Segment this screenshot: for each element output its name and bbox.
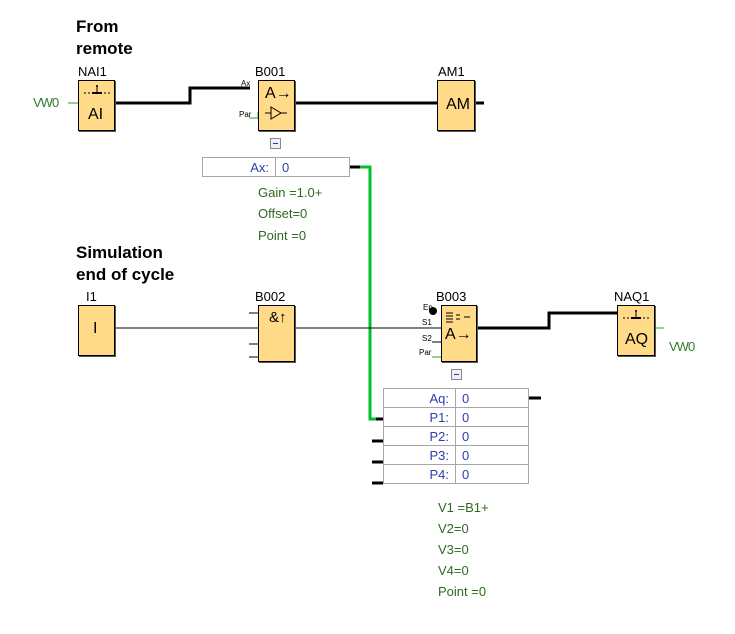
b001-param-point: Point =0 — [258, 228, 307, 243]
param-value[interactable]: 0 — [455, 464, 529, 484]
block-label-naq1: NAQ1 — [614, 289, 650, 304]
io-label-naq1: VW0 — [669, 339, 695, 354]
param-key: Aq: — [383, 388, 456, 408]
block-b001[interactable]: A→ — [258, 80, 295, 131]
heading-line: From — [76, 17, 119, 36]
block-text-am1: AM — [446, 96, 470, 113]
block-label-b003: B003 — [436, 289, 467, 304]
pin-s2: S2 — [422, 334, 432, 343]
wire-b003-naq1[interactable] — [476, 311, 617, 330]
block-text-b003: A→ — [445, 326, 472, 343]
param-key: Ax: — [202, 157, 276, 177]
block-nai1[interactable]: AI — [78, 80, 115, 131]
param-row: Ax: 0 — [202, 157, 350, 177]
param-value[interactable]: 0 — [455, 426, 529, 446]
param-row: Aq: 0 — [383, 388, 529, 408]
b003-en-connector[interactable] — [429, 307, 437, 315]
math-list-icon — [446, 312, 470, 323]
block-am1[interactable]: AM — [437, 80, 475, 131]
block-text-b002: &↑ — [269, 309, 287, 326]
b003-param-table: Aq: 0 P1: 0 P2: 0 P3: 0 P4: 0 — [383, 388, 529, 484]
b003-param-v2: V2=0 — [438, 521, 469, 536]
pin-s1: S1 — [422, 318, 432, 327]
heading-simulation: Simulation end of cycle — [76, 242, 174, 286]
analog-input-icon — [84, 85, 110, 94]
collapse-b001-params[interactable] — [270, 138, 281, 149]
b003-param-v4: V4=0 — [438, 563, 469, 578]
param-value[interactable]: 0 — [455, 407, 529, 427]
block-b002[interactable]: &↑ — [258, 305, 295, 362]
heading-line: end of cycle — [76, 265, 175, 284]
b003-param-point: Point =0 — [438, 584, 487, 599]
block-text-naq1: AQ — [625, 331, 649, 348]
amplifier-icon — [265, 106, 287, 120]
b001-param-offset: Offset=0 — [258, 206, 308, 221]
pin-par: Par — [419, 348, 432, 357]
param-row: P2: 0 — [383, 426, 529, 446]
block-label-i1: I1 — [86, 289, 97, 304]
wire-nai1-b001[interactable] — [115, 86, 250, 105]
heading-from-remote: From remote — [76, 16, 133, 60]
block-i1[interactable]: I — [78, 305, 115, 356]
param-row: P3: 0 — [383, 445, 529, 465]
link-ax-to-p1[interactable] — [360, 165, 378, 421]
block-label-nai1: NAI1 — [78, 64, 107, 79]
block-b003[interactable]: A→ — [441, 305, 477, 362]
param-row: P1: 0 — [383, 407, 529, 427]
collapse-b003-params[interactable] — [451, 369, 462, 380]
heading-line: Simulation — [76, 243, 163, 262]
b003-param-v3: V3=0 — [438, 542, 469, 557]
block-naq1[interactable]: AQ — [617, 305, 655, 356]
block-label-b002: B002 — [255, 289, 286, 304]
b001-param-table: Ax: 0 — [202, 157, 350, 177]
block-text-i1: I — [93, 320, 98, 337]
param-key: P4: — [383, 464, 456, 484]
block-label-b001: B001 — [255, 64, 286, 79]
param-value[interactable]: 0 — [455, 388, 529, 408]
param-key: P2: — [383, 426, 456, 446]
io-label-nai1: VW0 — [33, 95, 59, 110]
heading-line: remote — [76, 39, 133, 58]
param-value[interactable]: 0 — [275, 157, 350, 177]
param-row: P4: 0 — [383, 464, 529, 484]
b003-param-v1: V1 =B1+ — [438, 500, 489, 515]
block-text-nai1: AI — [88, 106, 104, 123]
pin-en: En — [423, 303, 433, 312]
pin-par: Par — [239, 110, 252, 119]
pin-ax: Ax — [241, 79, 251, 88]
param-value[interactable]: 0 — [455, 445, 529, 465]
analog-output-icon — [623, 310, 649, 319]
block-text-b001: A→ — [265, 85, 292, 102]
param-key: P3: — [383, 445, 456, 465]
b001-param-gain: Gain =1.0+ — [258, 185, 323, 200]
param-key: P1: — [383, 407, 456, 427]
block-label-am1: AM1 — [438, 64, 465, 79]
